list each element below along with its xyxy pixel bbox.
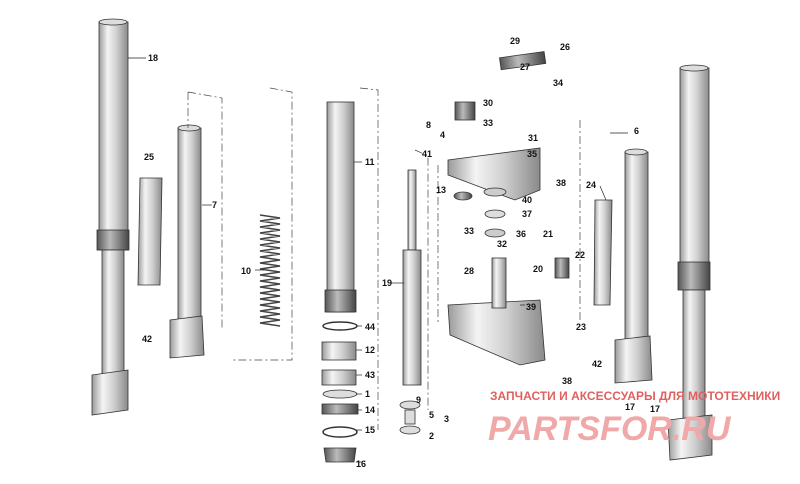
fork-guard-24 (593, 199, 613, 306)
fork-guard-25 (137, 177, 163, 286)
callout-label: 36 (516, 229, 526, 239)
callout-label: 19 (382, 278, 392, 288)
callout-label: 20 (533, 264, 543, 274)
fork-leg-right (667, 64, 713, 461)
fork-tube-6 (614, 148, 653, 384)
callout-label: 23 (576, 322, 586, 332)
callout-label: 2 (429, 431, 434, 441)
watermark-logo: PARTSFOR.RU (488, 410, 732, 448)
watermark: ЗАПЧАСТИ И АКСЕССУАРЫ ДЛЯ МОТОТЕХНИКИ PA… (488, 389, 780, 448)
valve-parts (399, 400, 421, 435)
fork-spring (259, 214, 281, 327)
damper-rod-19 (402, 169, 422, 386)
callout-label: 12 (365, 345, 375, 355)
callout-label: 34 (553, 78, 563, 88)
callout-label: 17 (625, 402, 635, 412)
callout-label: 3 (444, 414, 449, 424)
bushing-stack (321, 321, 359, 463)
callout-label: 29 (510, 36, 520, 46)
callout-label: 16 (356, 459, 366, 469)
callout-label: 25 (144, 152, 154, 162)
callout-label: 38 (562, 376, 572, 386)
callout-label: 22 (575, 250, 585, 260)
callout-label: 26 (560, 42, 570, 52)
leader-lines (128, 57, 628, 463)
callout-label: 11 (365, 157, 375, 167)
callout-label: 1 (365, 389, 370, 399)
callout-label: 24 (586, 180, 596, 190)
watermark-tagline: ЗАПЧАСТИ И АКСЕССУАРЫ ДЛЯ МОТОТЕХНИКИ (490, 389, 780, 403)
callout-label: 44 (365, 322, 375, 332)
callout-label: 15 (365, 425, 375, 435)
callout-label: 43 (365, 370, 375, 380)
callout-label: 28 (464, 266, 474, 276)
fork-leg-left (91, 18, 130, 416)
callout-label: 41 (422, 149, 432, 159)
callout-label: 33 (483, 118, 493, 128)
callout-label: 39 (526, 302, 536, 312)
guide-lines (187, 87, 581, 430)
callout-label: 17 (650, 404, 660, 414)
callout-label: 9 (416, 395, 421, 405)
callout-label: 18 (148, 53, 158, 63)
callout-label: 30 (483, 98, 493, 108)
callout-label: 14 (365, 405, 375, 415)
callout-label: 8 (426, 120, 431, 130)
callout-label: 37 (522, 209, 532, 219)
callout-label: 33 (464, 226, 474, 236)
fork-tube-7 (169, 124, 205, 359)
callout-label: 42 (142, 334, 152, 344)
steering-stem-parts (447, 51, 570, 366)
callout-label: 13 (436, 185, 446, 195)
callout-label: 31 (528, 133, 538, 143)
callout-label: 21 (543, 229, 553, 239)
callout-label: 32 (497, 239, 507, 249)
callout-label: 35 (527, 149, 537, 159)
callout-label: 38 (556, 178, 566, 188)
callouts: 1872542101144124311415161995231729262734… (142, 36, 660, 469)
fork-cartridge-11 (324, 101, 357, 313)
callout-label: 10 (241, 266, 251, 276)
callout-label: 7 (212, 200, 217, 210)
callout-label: 6 (634, 126, 639, 136)
callout-label: 5 (429, 410, 434, 420)
callout-label: 4 (440, 130, 445, 140)
callout-label: 42 (592, 359, 602, 369)
callout-label: 27 (520, 62, 530, 72)
callout-label: 40 (522, 195, 532, 205)
